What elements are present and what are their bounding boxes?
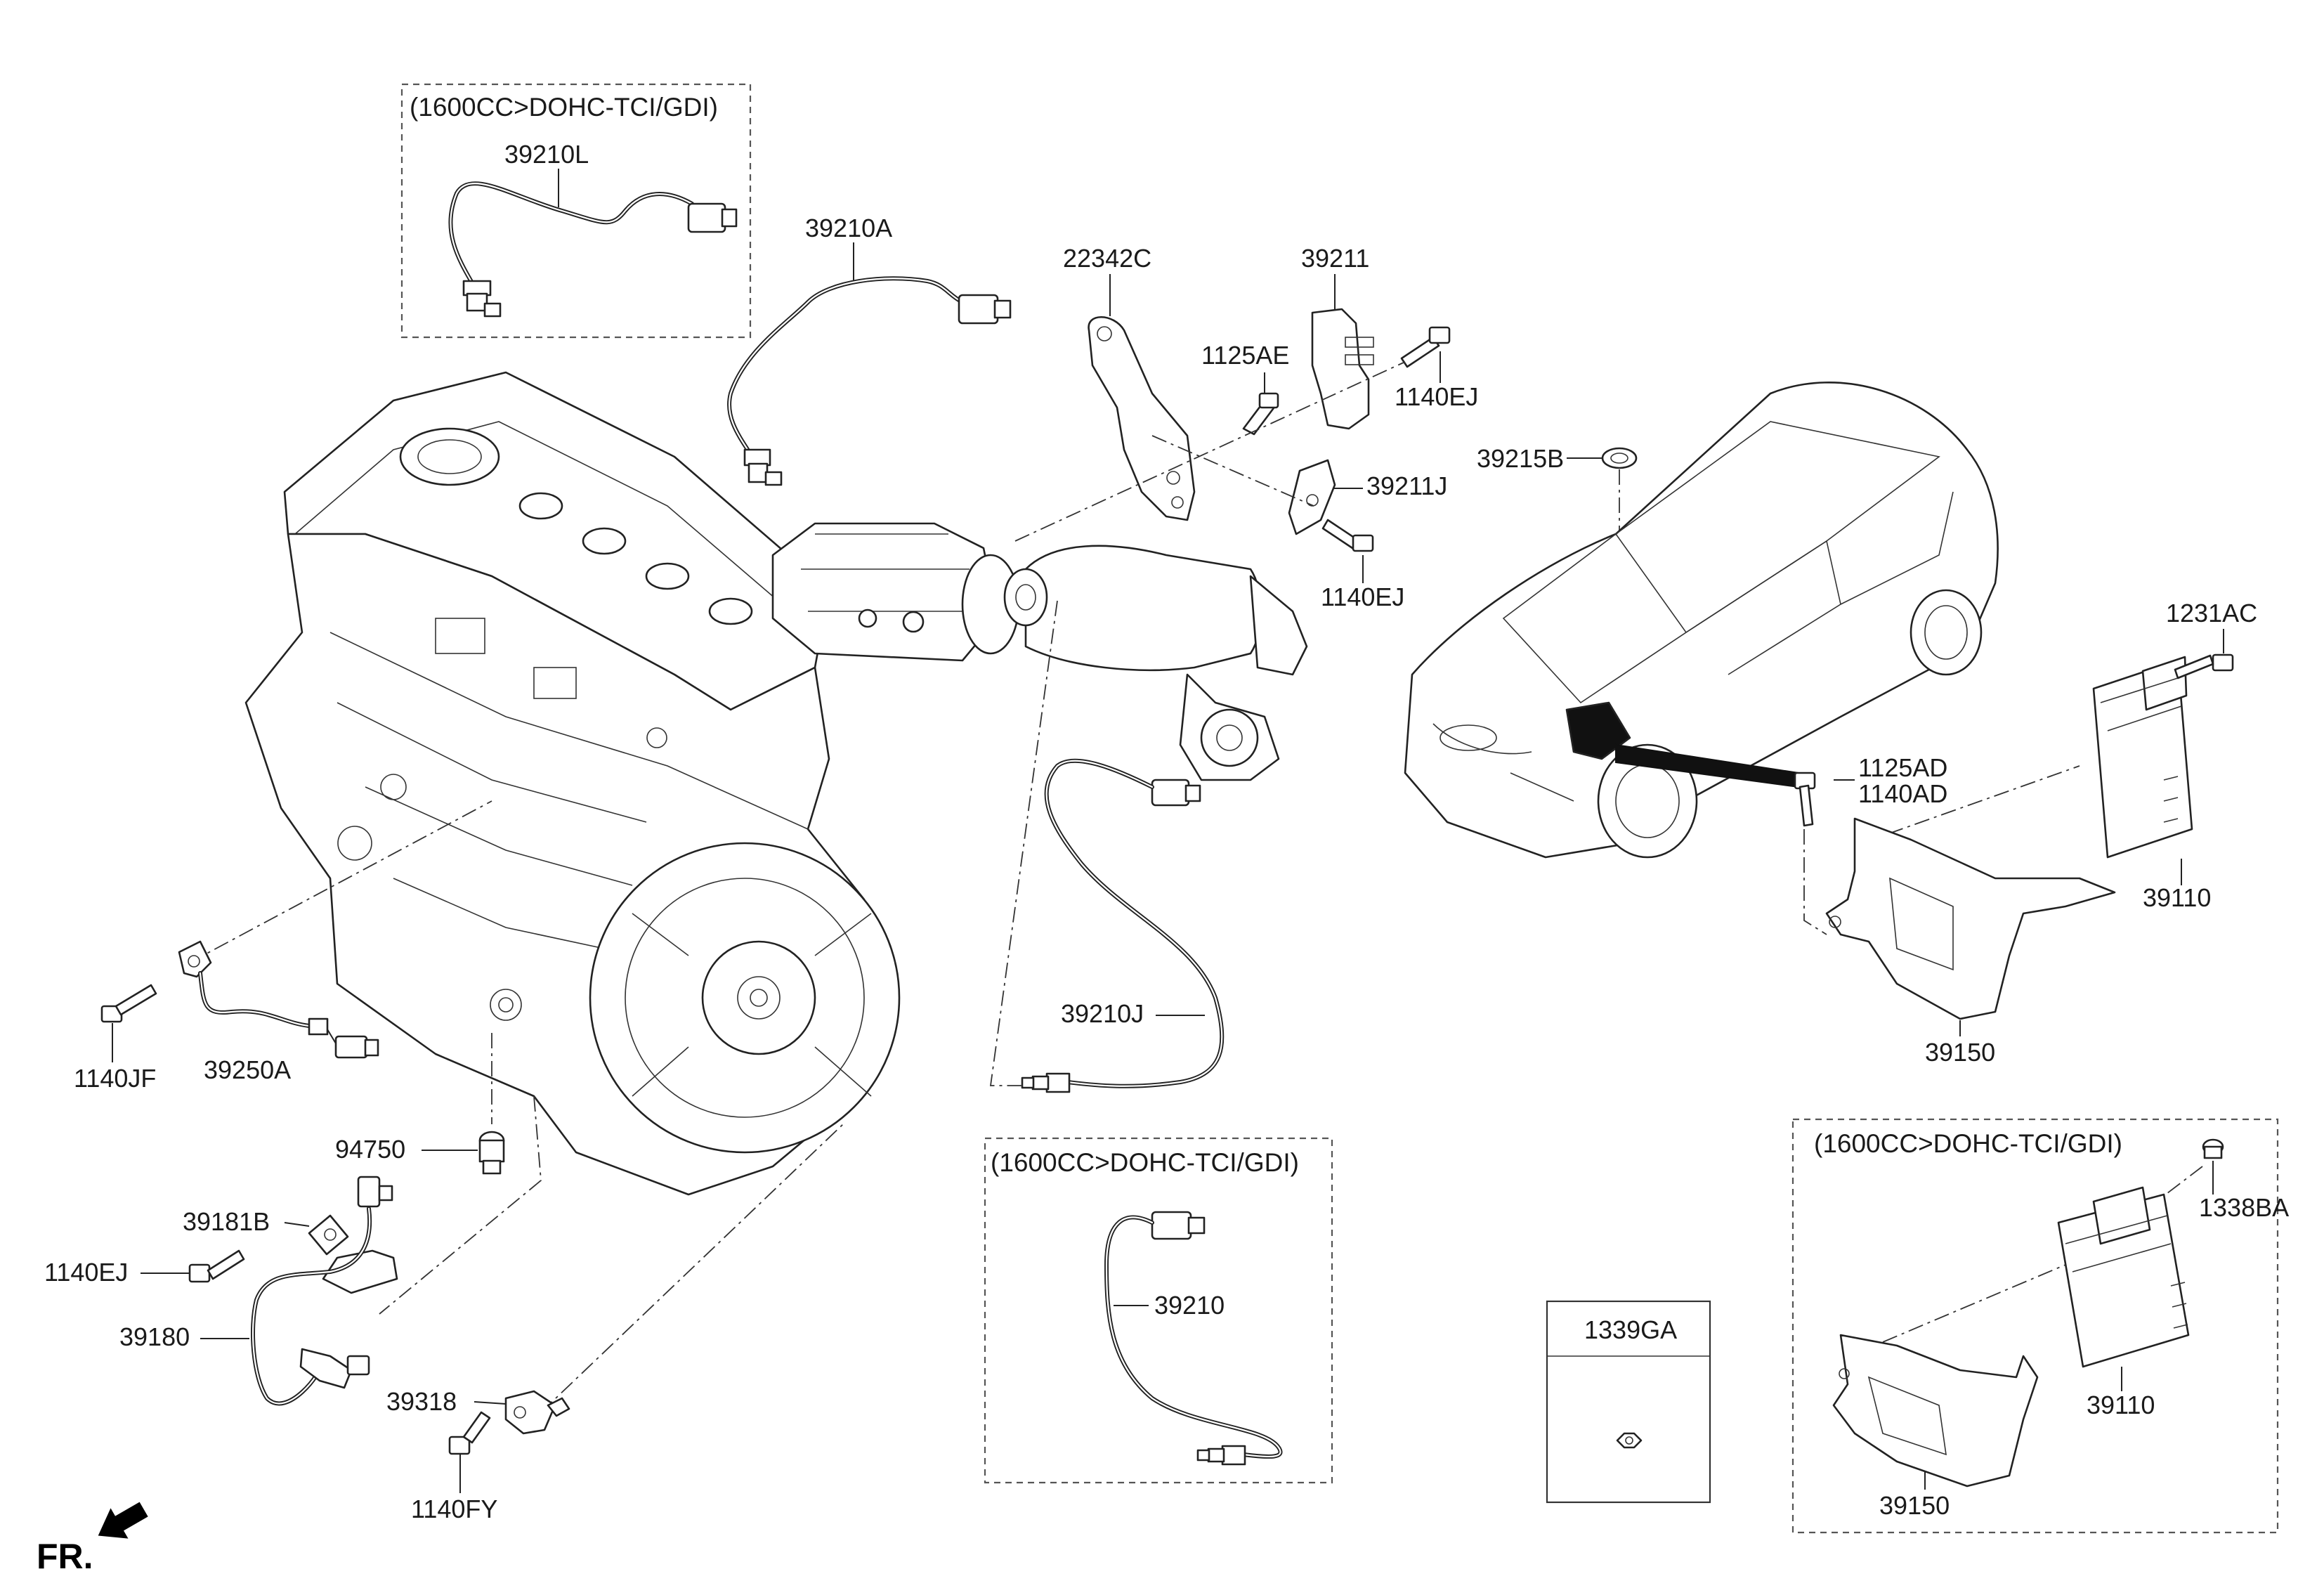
label-39110-gdi: 39110 <box>2087 1391 2155 1419</box>
label-39210: 39210 <box>1154 1291 1225 1320</box>
bolt-1231AC: 1231AC <box>2166 599 2257 679</box>
nut-1338BA: 1338BA <box>2199 1138 2289 1222</box>
label-39150-main: 39150 <box>1925 1038 1995 1067</box>
variant-box-middle: (1600CC>DOHC-TCI/GDI) 39210 <box>984 1137 1333 1484</box>
bracket-39211: 39211 <box>1301 244 1374 430</box>
exhaust-manifold-catalyst <box>771 522 1308 781</box>
label-1140FY: 1140FY <box>411 1495 497 1523</box>
label-94750: 94750 <box>335 1135 405 1164</box>
label-39181B: 39181B <box>183 1207 270 1236</box>
label-39150-gdi: 39150 <box>1879 1491 1950 1520</box>
variant-note-top: (1600CC>DOHC-TCI/GDI) <box>410 93 718 122</box>
label-1140EJ-left: 1140EJ <box>44 1258 128 1287</box>
ecu-39110-gdi: 39110 <box>2057 1186 2190 1419</box>
label-39210J: 39210J <box>1061 999 1144 1028</box>
bracket-39211J: 39211J <box>1288 459 1447 535</box>
label-39210L: 39210L <box>504 140 589 169</box>
label-39318: 39318 <box>386 1387 457 1416</box>
bolt-1140EJ-upper: 1140EJ <box>1395 326 1478 411</box>
label-39211: 39211 <box>1301 244 1369 273</box>
label-1140AD: 1140AD <box>1858 779 1947 808</box>
variant-note-right: (1600CC>DOHC-TCI/GDI) <box>1814 1129 2122 1158</box>
nut-1339GA-icon <box>1616 1432 1643 1449</box>
camshaft-sensor-39318: 39318 <box>386 1124 844 1435</box>
ecu-bracket-39150-main: 39150 <box>1825 817 2116 1067</box>
label-1140EJ-upper: 1140EJ <box>1395 382 1478 411</box>
label-22342C: 22342C <box>1063 244 1151 273</box>
variant-box-top: (1600CC>DOHC-TCI/GDI) 39210L <box>400 83 752 339</box>
ecu-bracket-39150-gdi: 39150 <box>1832 1334 2039 1520</box>
bolt-1140EJ-left: 1140EJ <box>44 1249 245 1287</box>
oxygen-sensor-39210J: 39210J <box>1021 758 1225 1093</box>
bolt-1125AE: 1125AE <box>1201 341 1289 436</box>
label-39250A: 39250A <box>204 1055 291 1084</box>
label-39215B: 39215B <box>1477 444 1564 473</box>
label-1140JF: 1140JF <box>74 1064 156 1093</box>
label-1125AE: 1125AE <box>1201 341 1289 370</box>
knock-sensor-39250A: 39250A <box>178 800 492 1084</box>
oxygen-sensor-39210L <box>448 181 738 318</box>
front-direction-label: FR. <box>37 1537 93 1576</box>
bolt-1125AD-1140AD: 1125AD 1140AD <box>1794 753 1947 935</box>
variant-note-middle: (1600CC>DOHC-TCI/GDI) <box>991 1148 1299 1177</box>
variant-box-right: (1600CC>DOHC-TCI/GDI) 1338BA 39110 39150 <box>1791 1118 2289 1534</box>
bolt-1140FY: 1140FY <box>411 1411 497 1523</box>
gasket-39215B: 39215B <box>1477 444 1638 473</box>
label-39210A: 39210A <box>805 214 892 242</box>
label-1231AC: 1231AC <box>2166 599 2257 627</box>
oxygen-sensor-39210 <box>1104 1211 1283 1466</box>
label-39211J: 39211J <box>1366 471 1447 500</box>
ecu-39110-main: 39110 <box>2092 656 2211 912</box>
crankshaft-sensor-39180: 39181B 39180 <box>119 1095 542 1406</box>
oil-pressure-switch-94750: 94750 <box>335 1033 505 1175</box>
front-direction-marker: FR. <box>37 1502 148 1576</box>
bolt-1140EJ-lower: 1140EJ <box>1321 519 1404 611</box>
engine-block <box>244 371 901 1196</box>
bolt-1140JF: 1140JF <box>74 984 157 1093</box>
oxygen-sensor-39210A: 39210A <box>727 214 1012 486</box>
label-39110-main: 39110 <box>2143 883 2211 912</box>
label-1125AD: 1125AD <box>1858 753 1947 782</box>
label-1338BA: 1338BA <box>2199 1193 2289 1222</box>
heat-shield-22342C: 22342C <box>1063 244 1196 521</box>
label-1140EJ-lower: 1140EJ <box>1321 583 1404 611</box>
part-box-1339GA: 1339GA <box>1546 1300 1711 1504</box>
label-39180: 39180 <box>119 1322 190 1351</box>
label-1339GA: 1339GA <box>1584 1315 1677 1344</box>
